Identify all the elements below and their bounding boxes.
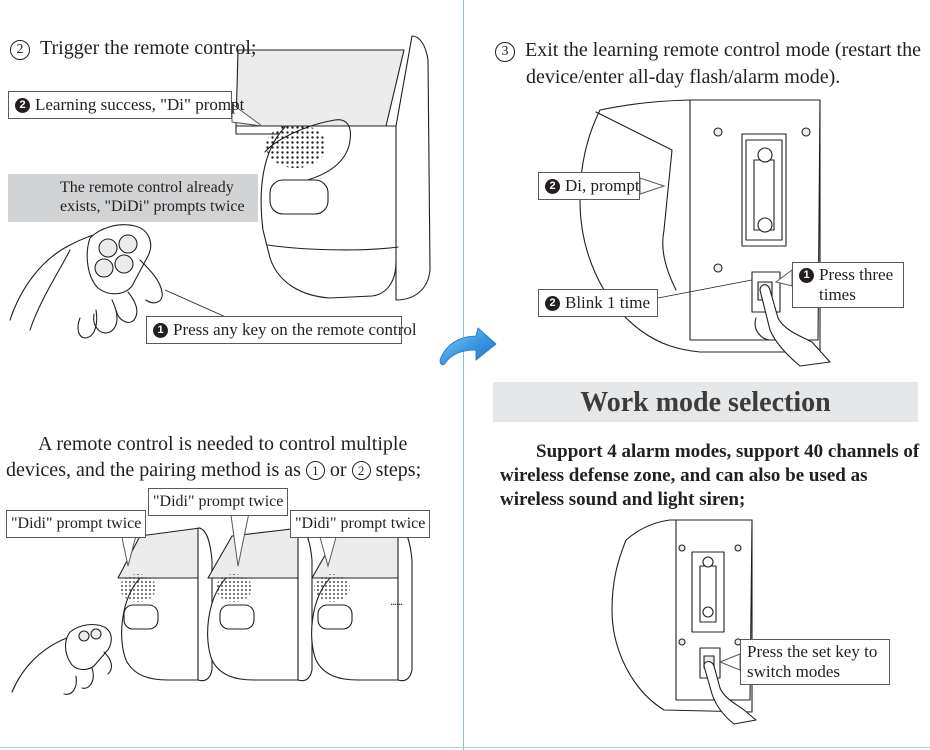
callout-number-badge: 2 xyxy=(545,179,560,194)
pairing-note-part2: steps; xyxy=(370,459,422,481)
next-step-arrow-icon xyxy=(439,327,497,366)
learning-callout-pointer xyxy=(231,103,263,127)
work-mode-heading: Work mode selection xyxy=(493,382,918,422)
callout-number-badge: 2 xyxy=(545,296,560,311)
callout-didi-2: "Didi" prompt twice xyxy=(148,488,288,516)
step-3-number: 3 xyxy=(495,42,515,62)
siren-device-illustration xyxy=(235,35,431,301)
small-device-back-illustration xyxy=(611,519,757,725)
callout-setkey-line2: switch modes xyxy=(747,662,841,681)
step-2-number: 2 xyxy=(10,40,30,60)
callout-setkey-line1: Press the set key to xyxy=(747,642,878,661)
callout-didi-1: "Didi" prompt twice xyxy=(6,510,146,538)
callout-blink-text: Blink 1 time xyxy=(565,293,650,312)
device-back-illustration xyxy=(579,99,831,367)
three-devices-illustration xyxy=(117,527,413,682)
small-hand-remote-illustration xyxy=(11,623,113,695)
callout-press3-line1: Press three xyxy=(819,265,894,284)
callout-number-badge: 1 xyxy=(799,268,814,283)
callout-set-key: Press the set key to switch modes xyxy=(740,639,890,685)
step-2-title: 2 Trigger the remote control; xyxy=(10,35,256,62)
pairing-note-part1: A remote control is needed to control mu… xyxy=(6,433,408,481)
ellipsis-more-devices: ...... xyxy=(390,594,403,608)
step-2-text: Trigger the remote control; xyxy=(40,37,257,59)
callout-press-any-key: 1 Press any key on the remote control xyxy=(146,316,417,344)
pairing-step-2-marker: 2 xyxy=(351,461,371,480)
callout-press-text: Press any key on the remote control xyxy=(173,320,417,339)
callout-di-prompt: 2 Di, prompt xyxy=(538,172,640,200)
step-3-title: 3 Exit the learning remote control mode (… xyxy=(495,37,925,91)
warning-line-2: exists, "DiDi" prompts twice xyxy=(60,198,245,215)
blink-callout-pointer xyxy=(657,279,753,299)
bottom-rule xyxy=(0,747,930,748)
callout-learning-text: Learning success, "Di" prompt xyxy=(35,95,245,114)
pairing-note-or: or xyxy=(324,459,352,481)
callout-number-badge: 2 xyxy=(15,98,30,113)
warning-line-1: The remote control already xyxy=(60,179,234,196)
step-3-text: Exit the learning remote control mode (r… xyxy=(525,39,921,61)
warning-box: The remote control already exists, "DiDi… xyxy=(8,174,258,222)
callout-press3-line2: times xyxy=(819,285,856,304)
callout-blink-once: 2 Blink 1 time xyxy=(538,289,658,317)
di-callout-pointer xyxy=(639,177,666,195)
callout-di-text: Di, prompt xyxy=(565,176,640,195)
step-3-text-line2: device/enter all-day flash/alarm mode). xyxy=(526,66,841,88)
callout-press-three-times: 1 Press three times xyxy=(792,262,904,308)
callout-didi-3: "Didi" prompt twice xyxy=(290,510,430,538)
callout-learning-success: 2 Learning success, "Di" prompt xyxy=(8,91,244,119)
support-description: Support 4 alarm modes, support 40 channe… xyxy=(500,441,920,510)
hand-remote-illustration xyxy=(9,224,163,339)
pairing-step-1-marker: 1 xyxy=(305,461,325,480)
callout-number-badge: 1 xyxy=(153,323,168,338)
pairing-note: A remote control is needed to control mu… xyxy=(6,431,456,483)
page-divider xyxy=(463,0,464,750)
